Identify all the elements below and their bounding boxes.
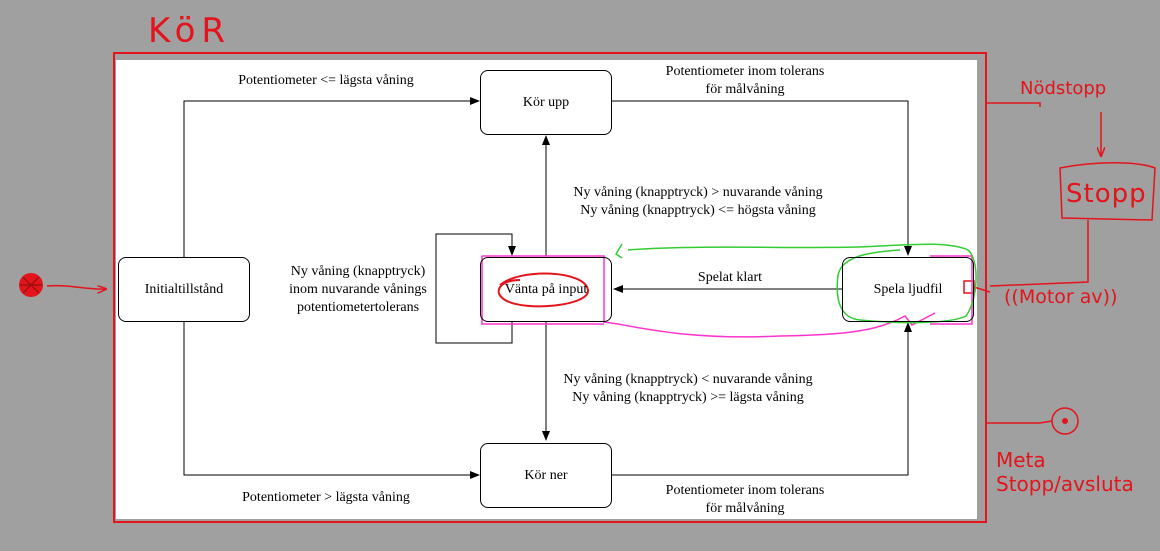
edge-label-wait-to-up: Ny våning (knapptryck) > nuvarande vånin… xyxy=(573,185,823,218)
state-initial-label: Initialtillstånd xyxy=(144,281,224,297)
state-wait-input: Vänta på input xyxy=(480,257,612,322)
start-marker-icon xyxy=(19,273,43,297)
frame-to-meta-connector xyxy=(987,420,1053,424)
edge-label-up-to-sound: Potentiometer inom tolerans för målvånin… xyxy=(665,64,825,97)
edge-label-down-to-sound: Potentiometer inom tolerans för målvånin… xyxy=(665,483,825,516)
edge-up-to-sound xyxy=(612,100,912,256)
motor-terminal-tick xyxy=(973,286,991,293)
state-run-up: Kör upp xyxy=(480,70,612,135)
stop-to-motor-line xyxy=(989,220,1089,287)
emergency-label: Nödstopp xyxy=(1020,78,1107,99)
motor-off-label: ((Motor av)) xyxy=(1004,286,1118,308)
frame-to-emergency-connector xyxy=(987,102,1041,107)
edge-wait-self-loop xyxy=(435,233,516,344)
edge-init-to-up xyxy=(183,97,480,258)
meta-stop-label: Meta Stopp/avsluta xyxy=(996,448,1134,496)
edge-label-wait-to-down: Ny våning (knapptryck) < nuvarande vånin… xyxy=(563,372,813,405)
edge-label-init-to-up: Potentiometer <= lägsta våning xyxy=(238,73,414,88)
stop-box-label: Stopp xyxy=(1066,179,1147,209)
edge-label-wait-self: Ny våning (knapptryck) inom nuvarande vå… xyxy=(289,264,427,315)
edge-label-init-to-down: Potentiometer > lägsta våning xyxy=(242,490,410,505)
state-play-sound-label: Spela ljudfil xyxy=(873,281,943,297)
stop-box xyxy=(1059,162,1156,221)
state-initial: Initialtillstånd xyxy=(118,257,250,322)
run-label: KöR xyxy=(148,11,232,51)
state-wait-input-label: Vänta på input xyxy=(504,281,588,297)
magenta-highlight xyxy=(481,255,973,338)
wait-state-scribble xyxy=(497,272,589,308)
state-run-down: Kör ner xyxy=(480,443,612,508)
run-frame xyxy=(113,52,987,523)
state-run-down-label: Kör ner xyxy=(524,467,568,483)
edge-init-to-down xyxy=(183,322,480,479)
edge-label-sound-to-wait: Spelat klart xyxy=(697,270,763,285)
state-play-sound: Spela ljudfil xyxy=(842,257,974,322)
start-arrow xyxy=(46,284,106,290)
meta-stop-icon xyxy=(1051,407,1079,435)
edge-down-to-sound xyxy=(612,322,912,476)
state-run-up-label: Kör upp xyxy=(522,94,570,110)
